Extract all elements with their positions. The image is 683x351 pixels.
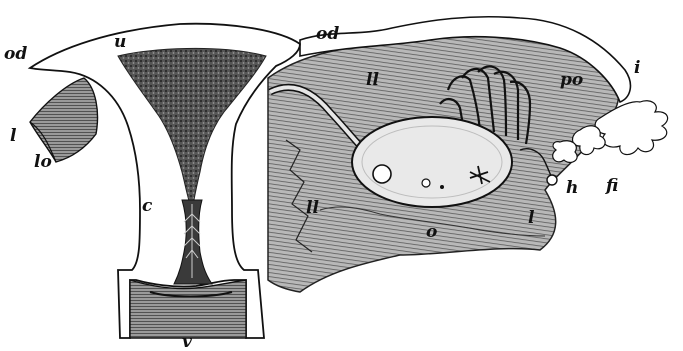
label-h: h bbox=[566, 180, 578, 197]
vagina bbox=[130, 280, 246, 338]
label-l-left: l bbox=[10, 128, 16, 145]
label-lo: lo bbox=[34, 154, 52, 171]
label-ll-lower: ll bbox=[306, 200, 319, 217]
round-ligament-left bbox=[30, 78, 98, 162]
label-fi: fi bbox=[606, 178, 618, 195]
label-od-right: od bbox=[316, 26, 339, 43]
label-u: u bbox=[114, 34, 126, 51]
label-ll-upper: ll bbox=[366, 72, 379, 89]
label-c: c bbox=[142, 198, 152, 215]
ovary bbox=[352, 117, 512, 207]
label-v: v bbox=[182, 334, 192, 351]
label-po: po bbox=[560, 72, 583, 89]
label-l-right: l bbox=[528, 210, 534, 227]
label-od-left: od bbox=[4, 46, 27, 63]
ovarian-follicle bbox=[373, 165, 391, 183]
label-o: o bbox=[426, 224, 437, 241]
label-i: i bbox=[634, 60, 640, 77]
